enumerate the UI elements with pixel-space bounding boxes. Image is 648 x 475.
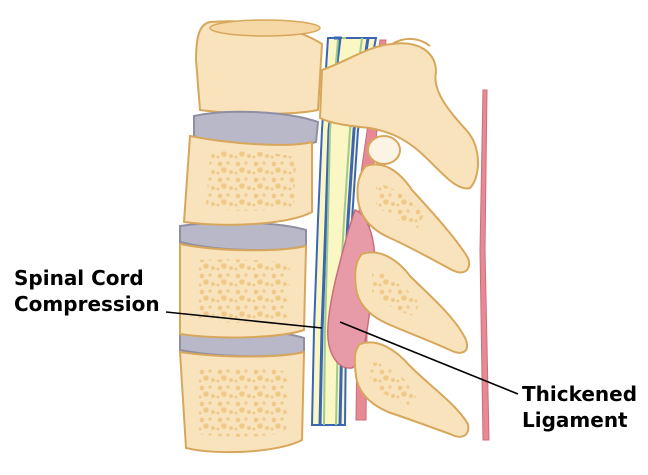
disc-2 bbox=[179, 221, 307, 252]
facet-joint bbox=[367, 135, 401, 165]
lamina-2 bbox=[354, 251, 468, 354]
label-ligament-line1: Thickened bbox=[522, 382, 638, 406]
pointer-ligament bbox=[339, 321, 519, 395]
lamina-3 bbox=[353, 341, 470, 438]
label-thickened-ligament: Thickened Ligament bbox=[522, 381, 637, 433]
posterior-ligament-line bbox=[479, 89, 490, 441]
vertebra-body-3 bbox=[178, 350, 306, 454]
lamina-1 bbox=[356, 163, 470, 274]
pointer-compression bbox=[165, 311, 323, 329]
spinous-process-top bbox=[318, 42, 479, 190]
label-ligament-line2: Ligament bbox=[522, 408, 628, 432]
label-compression-line2: Compression bbox=[14, 292, 160, 316]
label-compression-line1: Spinal Cord bbox=[14, 266, 144, 290]
vertebra-body-1 bbox=[182, 134, 313, 226]
label-spinal-cord-compression: Spinal Cord Compression bbox=[14, 265, 160, 317]
vertebra-body-2 bbox=[179, 242, 308, 339]
